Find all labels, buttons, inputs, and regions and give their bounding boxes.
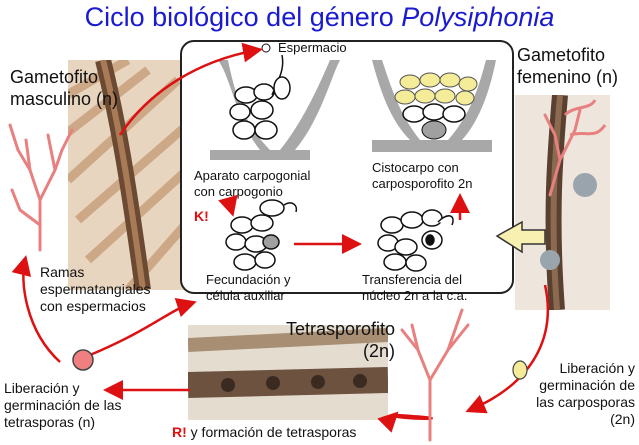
cystocarp-drawing: [372, 60, 496, 152]
diagram-title: Ciclo biológico del género Polysiphonia: [84, 2, 555, 32]
carpospores-label: Liberación y germinación de las carpospo…: [536, 360, 635, 427]
arrow-k: [218, 194, 238, 217]
spermatium-label: Espermacio: [278, 40, 347, 55]
male-gametophyte-photo: [68, 60, 188, 290]
carpospore-oval: [512, 360, 528, 380]
female-gametophyte-photo: [515, 95, 610, 310]
carpogonial-apparatus-drawing: [210, 43, 340, 160]
spermatangial-label: Ramas espermatangiales con espermacios: [40, 264, 151, 314]
female-gametophyte-label: Gametofito femenino (n): [517, 45, 619, 87]
arrow-spermatium-release: [118, 42, 263, 136]
transfer-label: Transferencia del núcleo 2n a la c.a.: [362, 272, 468, 303]
arrow-to-male: [11, 255, 61, 363]
arrow-to-spermatangial: [89, 298, 197, 357]
male-branch: [8, 123, 74, 252]
meiosis-label: R! y formación de tetrasporas: [172, 424, 357, 440]
r-mark: R!: [172, 424, 187, 440]
cystocarp-label: Cistocarpo con carposporofito 2n: [372, 160, 473, 191]
male-gametophyte-label: Gametofito masculino (n): [10, 67, 119, 109]
tetraspores-label: Liberación y germinación de las tetraspo…: [4, 380, 122, 430]
tetraspore-circle: [72, 349, 94, 371]
k-mark: K!: [194, 208, 209, 224]
fertilization-drawing: [225, 199, 298, 271]
carpospore-branch: [400, 308, 470, 442]
tetrasporophyte-label: Tetrasporofito (2n): [285, 319, 395, 361]
female-branch: [543, 108, 582, 197]
transfer-drawing: [377, 209, 454, 272]
yellow-arrow-cystocarp: [495, 220, 546, 254]
arrow-carpospores: [465, 284, 549, 414]
carpogonial-label: Aparato carpogonial con carpogonio: [194, 168, 311, 199]
tetrasporophyte-photo: [188, 325, 388, 420]
fertilization-label: Fecundación y célula auxiliar: [206, 272, 291, 303]
title-genus: Polysiphonia: [401, 2, 555, 32]
